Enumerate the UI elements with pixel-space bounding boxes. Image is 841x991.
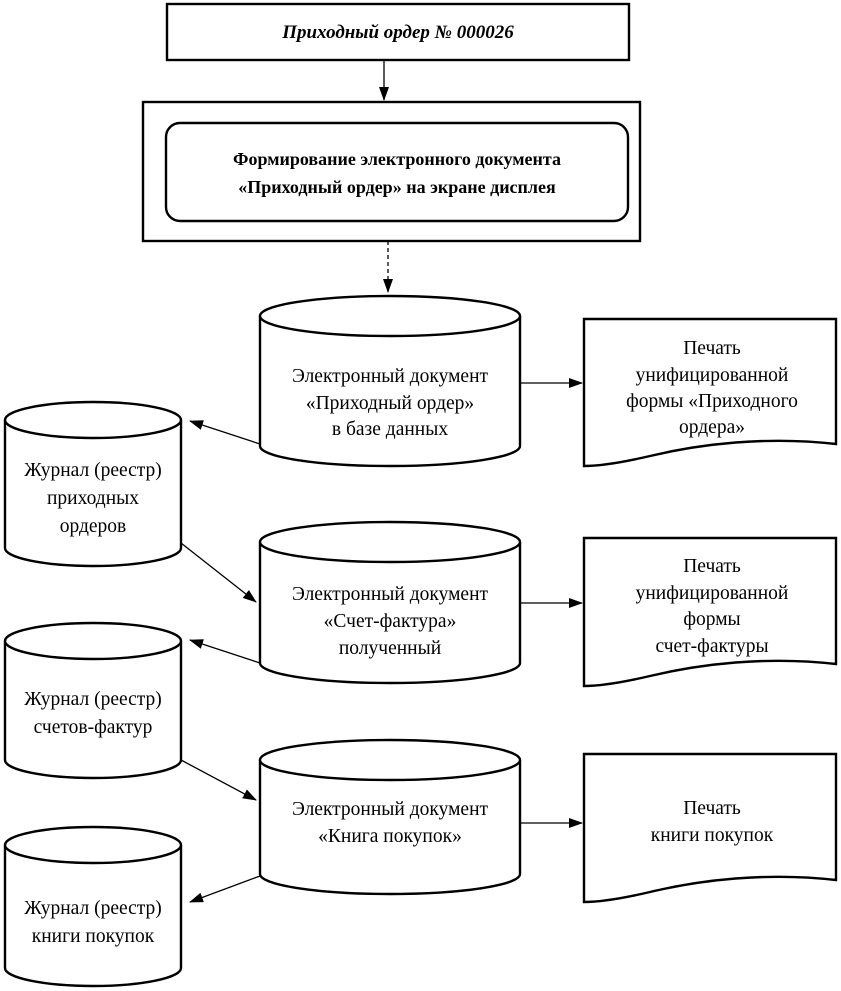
book-journal-line-2: книги покупок: [32, 926, 155, 947]
order-print-line-2: унифицированной: [636, 365, 789, 386]
invoices-journal-line-1: Журнал (реестр): [24, 689, 162, 710]
invoices-journal-line-2: счетов-фактур: [34, 717, 153, 738]
invoice-print-line-2: унифицированной: [636, 583, 789, 604]
invoice-db-line-3: полученный: [339, 638, 441, 659]
order-db-cylinder: Электронный документ «Приходный ордер» в…: [258, 294, 522, 468]
book-db-line-1: Электронный документ: [292, 799, 489, 820]
invoice-db-line-2: «Счет-фактура»: [324, 611, 457, 632]
invoice-print-line-1: Печать: [683, 556, 741, 577]
order-print-line-4: ордера»: [679, 417, 745, 438]
arrow-invoices-journal-to-book-db: [180, 759, 257, 801]
order-db-line-3: в базе данных: [332, 419, 448, 440]
order-db-line-1: Электронный документ: [292, 366, 489, 387]
book-journal-cylinder: Журнал (реестр) книги покупок: [3, 825, 183, 988]
orders-journal-line-1: Журнал (реестр): [24, 460, 162, 481]
header-title: Приходный ордер № 000026: [281, 22, 514, 43]
arrow-orders-journal-to-invoice-db: [180, 542, 257, 603]
arrow-order-db-to-journal: [189, 420, 261, 445]
order-print-document: Печать унифицированной формы «Приходного…: [582, 317, 838, 468]
order-print-line-3: формы «Приходного: [626, 391, 798, 412]
book-journal-line-1: Журнал (реестр): [24, 898, 162, 919]
book-db-cylinder: Электронный документ «Книга покупок»: [258, 738, 522, 896]
orders-journal-cylinder: Журнал (реестр) приходных ордеров: [3, 400, 183, 568]
order-print-line-1: Печать: [683, 338, 741, 359]
arrow-invoice-db-to-journal: [189, 639, 261, 664]
arrow-book-db-to-journal: [189, 875, 261, 903]
order-db-line-2: «Приходный ордер»: [306, 393, 474, 414]
book-print-document: Печать книги покупок: [582, 752, 838, 904]
process-box: Формирование электронного документа «При…: [141, 100, 642, 243]
process-line-2: «Приходный ордер» на экране дисплея: [238, 177, 556, 197]
invoice-db-line-1: Электронный документ: [292, 584, 489, 605]
header-box: Приходный ордер № 000026: [165, 2, 631, 62]
orders-journal-line-2: приходных: [47, 488, 139, 509]
invoice-db-cylinder: Электронный документ «Счет-фактура» полу…: [258, 520, 522, 685]
book-db-line-2: «Книга покупок»: [318, 826, 462, 847]
process-line-1: Формирование электронного документа: [233, 149, 561, 169]
invoices-journal-cylinder: Журнал (реестр) счетов-фактур: [3, 621, 183, 780]
orders-journal-line-3: ордеров: [60, 516, 127, 537]
book-print-line-1: Печать: [683, 798, 741, 819]
book-print-line-2: книги покупок: [651, 825, 774, 846]
invoice-print-line-4: счет-фактуры: [655, 636, 768, 657]
invoice-print-line-3: формы: [683, 609, 740, 630]
invoice-print-document: Печать унифицированной формы счет-фактур…: [582, 536, 838, 688]
